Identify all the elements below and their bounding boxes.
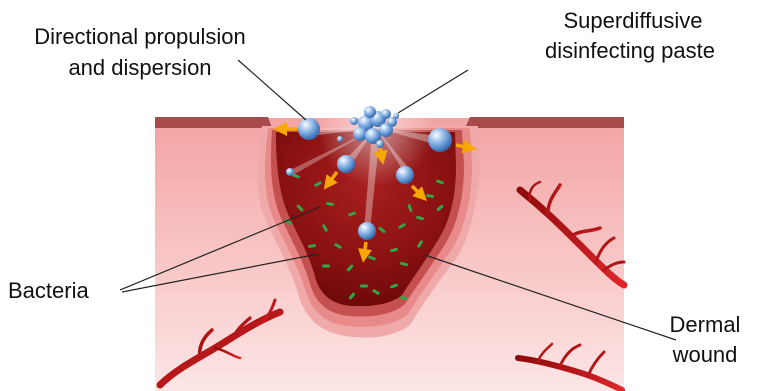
bacterium: [322, 265, 330, 268]
label-propulsion-line1: Directional propulsion: [34, 24, 246, 49]
label-wound-line2: wound: [672, 342, 738, 367]
label-paste-line2: disinfecting paste: [545, 38, 715, 63]
paste-sphere: [337, 136, 343, 142]
paste-sphere: [428, 128, 452, 152]
paste-sphere: [337, 155, 355, 173]
label-bacteria: Bacteria: [8, 278, 89, 303]
paste-sphere: [298, 118, 320, 140]
epidermis-left: [155, 117, 272, 128]
label-wound-line1: Dermal: [670, 312, 741, 337]
bacterium: [360, 285, 368, 288]
paste-sphere: [358, 222, 376, 240]
paste-sphere: [396, 166, 414, 184]
leader-propulsion: [238, 60, 306, 120]
label-propulsion-line2: and dispersion: [68, 55, 211, 80]
epidermis-right: [465, 117, 624, 128]
paste-sphere: [286, 168, 294, 176]
label-paste-line1: Superdiffusive: [563, 8, 702, 33]
